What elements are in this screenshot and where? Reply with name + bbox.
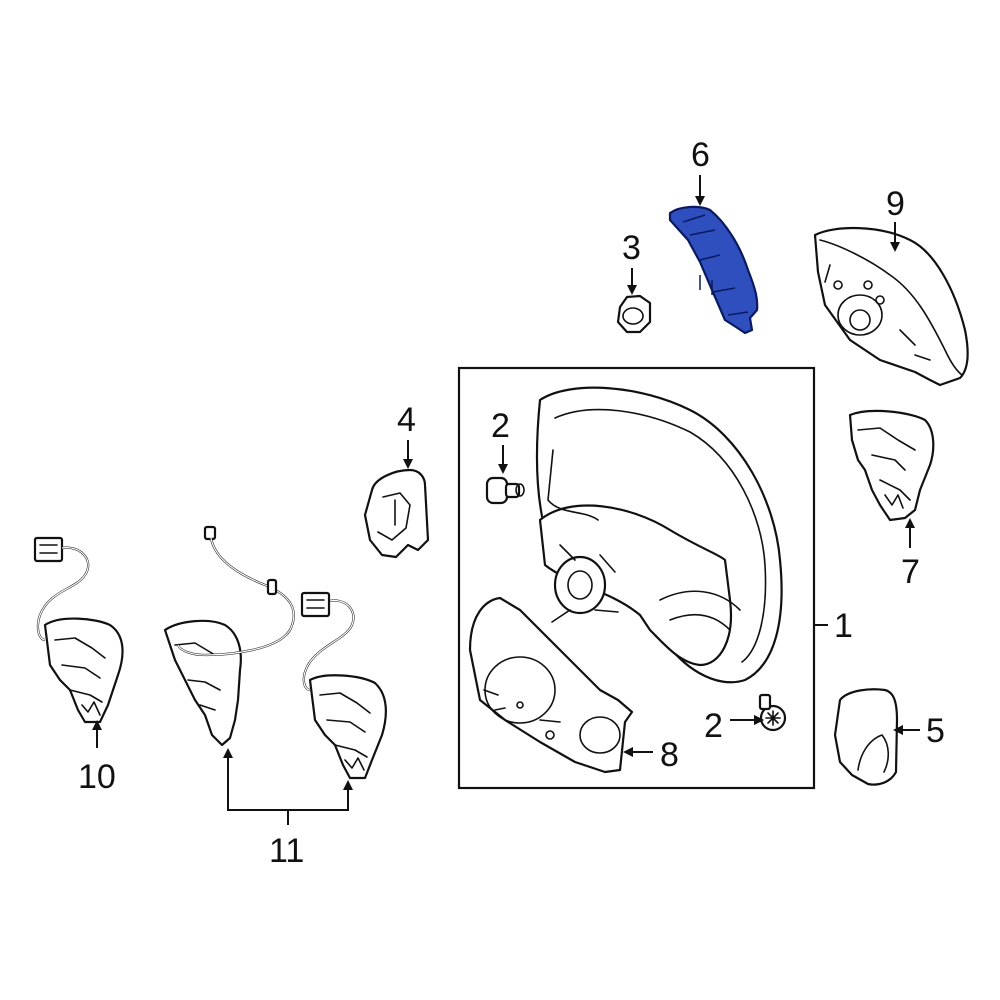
- switch-bracket-highlighted: [668, 205, 759, 335]
- steering-switch-7: [848, 409, 935, 522]
- switch-cover-4: [363, 468, 430, 559]
- steering-wheel: [535, 386, 783, 684]
- callout-2-lower: 2: [704, 707, 723, 745]
- callout-6: 6: [691, 136, 710, 174]
- airbag-module: [813, 226, 969, 387]
- steering-switch-11-left: [163, 619, 242, 747]
- callout-8: 8: [660, 736, 679, 774]
- wire-harness-11: [176, 525, 295, 657]
- callout-11: 11: [269, 832, 304, 870]
- callout-4: 4: [397, 401, 416, 439]
- callout-3: 3: [622, 229, 641, 267]
- hex-nut: [616, 294, 652, 334]
- stud-bolt: [485, 476, 525, 505]
- callout-5: 5: [926, 712, 945, 750]
- assembly-frame: [457, 366, 816, 790]
- callout-labels: 1 2 2 3 4 5 6 7 8 9 10 11: [78, 136, 945, 870]
- callout-1: 1: [834, 607, 853, 645]
- leader-lines: [92, 175, 920, 825]
- callout-9: 9: [886, 185, 905, 223]
- steering-switch-10: [33, 536, 124, 724]
- steering-switch-11-right: [300, 591, 387, 780]
- callout-10: 10: [78, 758, 116, 796]
- torx-bolt: [758, 693, 787, 732]
- callout-7: 7: [901, 553, 920, 591]
- lower-cover: [468, 596, 634, 774]
- callout-2-upper: 2: [491, 407, 510, 445]
- trim-cover-5: [833, 688, 899, 786]
